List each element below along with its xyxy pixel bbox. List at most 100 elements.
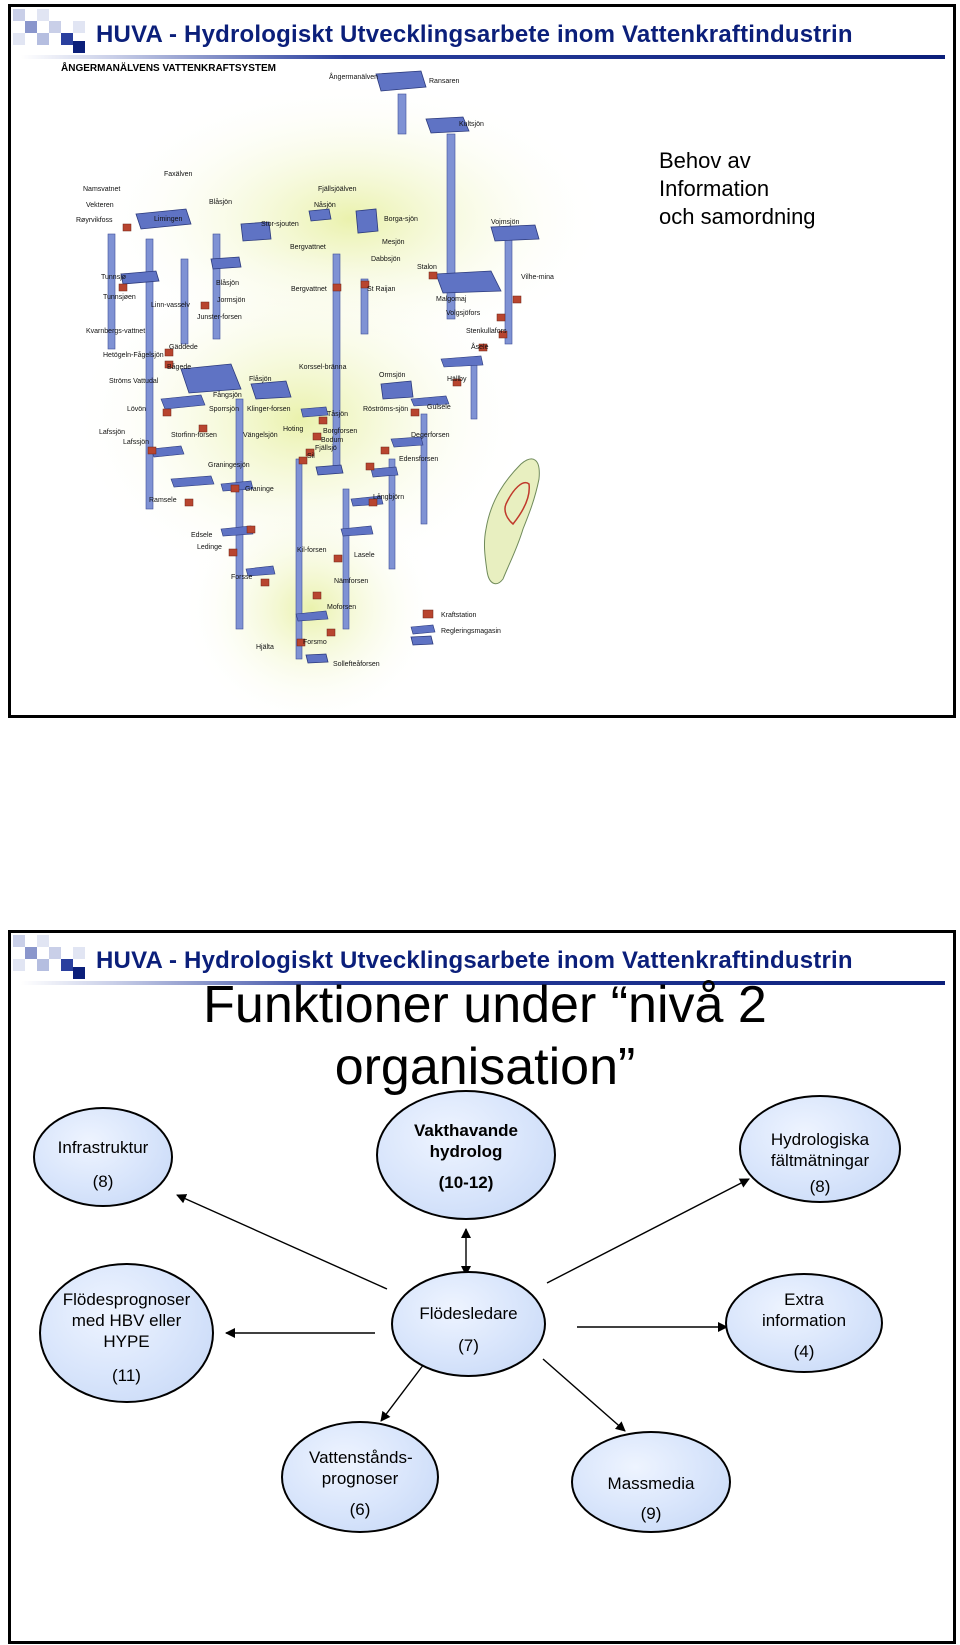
node-count: (9) xyxy=(640,1504,662,1523)
svg-text:Lafssjön: Lafssjön xyxy=(99,429,125,436)
svg-text:Graningesjön: Graningesjön xyxy=(208,462,250,469)
svg-text:Bergvattnet: Bergvattnet xyxy=(290,244,326,251)
node-flodesledare: Flödesledare (7) xyxy=(391,1271,546,1377)
node-label: Flödesprognoser med HBV eller HYPE xyxy=(62,1290,191,1351)
svg-text:Edensforsen: Edensforsen xyxy=(399,456,438,463)
svg-text:Dabbsjön: Dabbsjön xyxy=(371,256,401,263)
node-label: Vattenstånds-prognoser xyxy=(309,1448,413,1488)
note-line-3: och samordning xyxy=(659,204,816,229)
node-label: Infrastruktur xyxy=(57,1138,149,1157)
svg-text:Malgomaj: Malgomaj xyxy=(436,296,467,303)
svg-text:Kraftstation: Kraftstation xyxy=(441,612,477,619)
svg-text:Forsse: Forsse xyxy=(231,574,253,581)
node-count: (8) xyxy=(92,1172,114,1191)
svg-text:Röströms-sjön: Röströms-sjön xyxy=(363,406,408,413)
arrow-to-vattenstand xyxy=(380,1363,425,1422)
svg-text:Ormsjön: Ormsjön xyxy=(379,372,406,379)
slide-title-line-1: Funktioner under “nivå 2 xyxy=(203,976,767,1034)
svg-text:Limingen: Limingen xyxy=(154,216,183,223)
svg-text:Forsmo: Forsmo xyxy=(303,639,327,646)
svg-text:Hoting: Hoting xyxy=(283,426,303,433)
node-count: (8) xyxy=(809,1177,831,1196)
svg-text:Graninge: Graninge xyxy=(245,486,274,493)
header-rule xyxy=(21,55,945,59)
svg-text:Mesjön: Mesjön xyxy=(382,239,405,246)
svg-text:Kultsjön: Kultsjön xyxy=(459,121,484,128)
node-infrastruktur: Infrastruktur (8) xyxy=(33,1107,173,1207)
node-vakthavande-hydrolog: Vakthavande hydrolog (10-12) xyxy=(376,1090,556,1220)
svg-text:Lasele: Lasele xyxy=(354,552,375,559)
svg-text:Ransaren: Ransaren xyxy=(429,78,459,85)
svg-text:Vilhe-mina: Vilhe-mina xyxy=(521,274,554,281)
node-vattenstandsprognoser: Vattenstånds-prognoser (6) xyxy=(281,1421,439,1533)
arrow-to-infrastruktur xyxy=(176,1194,388,1290)
node-label: Flödesledare xyxy=(419,1304,518,1323)
svg-text:Kvarnbergs-vattnet: Kvarnbergs-vattnet xyxy=(86,328,145,335)
river-system-map: Ångermanälven Ransaren Kultsjön Faxälven… xyxy=(51,59,621,715)
note-line-2: Information xyxy=(659,176,770,201)
svg-text:Nämforsen: Nämforsen xyxy=(334,578,368,585)
svg-text:Storfinn-forsen: Storfinn-forsen xyxy=(171,432,217,439)
node-count: (11) xyxy=(112,1366,141,1385)
svg-text:Kil-forsen: Kil-forsen xyxy=(297,547,327,554)
svg-text:Stenkullafors: Stenkullafors xyxy=(466,328,507,335)
map-title: ÅNGERMANÄLVENS VATTENKRAFTSYSTEM xyxy=(61,63,276,74)
svg-text:Faxälven: Faxälven xyxy=(164,171,193,178)
header-title: HUVA - Hydrologiskt Utvecklingsarbete in… xyxy=(96,21,853,48)
svg-text:Sollefteåforsen: Sollefteåforsen xyxy=(333,660,380,668)
side-note: Behov av Information och samordning xyxy=(659,147,816,231)
svg-text:Vekteren: Vekteren xyxy=(86,202,114,209)
svg-text:Sporrsjön: Sporrsjön xyxy=(209,406,239,413)
svg-text:Vojmsjön: Vojmsjön xyxy=(491,219,520,226)
arrow-to-massmedia xyxy=(542,1358,626,1432)
svg-text:Nåsjön: Nåsjön xyxy=(314,201,336,209)
svg-text:Bodum: Bodum xyxy=(321,437,343,444)
svg-text:Klinger-forsen: Klinger-forsen xyxy=(247,406,291,413)
svg-text:Degerforsen: Degerforsen xyxy=(411,432,450,439)
svg-text:Regleringsmagasin: Regleringsmagasin xyxy=(441,628,501,635)
sweden-inset xyxy=(483,458,540,585)
node-label: Extra information xyxy=(761,1290,847,1330)
header-decoration xyxy=(13,935,85,979)
svg-text:Volgsjöfors: Volgsjöfors xyxy=(446,310,481,317)
svg-text:Åsele: Åsele xyxy=(471,342,489,351)
svg-text:Gäddede: Gäddede xyxy=(169,344,198,351)
node-count: (6) xyxy=(349,1500,371,1519)
svg-text:Stalon: Stalon xyxy=(417,264,437,271)
header-rule xyxy=(21,981,945,985)
svg-text:Blåsjön: Blåsjön xyxy=(216,279,239,287)
svg-text:Fångsjön: Fångsjön xyxy=(213,391,242,399)
svg-text:Moforsen: Moforsen xyxy=(327,604,356,611)
svg-text:Junster-forsen: Junster-forsen xyxy=(197,314,242,321)
svg-text:Bergvattnet: Bergvattnet xyxy=(291,286,327,293)
node-count: (7) xyxy=(458,1336,479,1355)
map-drawing: Ångermanälven Ransaren Kultsjön Faxälven… xyxy=(71,70,611,715)
svg-text:Fjällsjöälven: Fjällsjöälven xyxy=(318,186,357,193)
svg-text:Ångermanälven: Ångermanälven xyxy=(329,72,378,81)
svg-text:Blåsjön: Blåsjön xyxy=(209,198,232,206)
svg-text:Lövön: Lövön xyxy=(127,406,146,413)
svg-text:Bågede: Bågede xyxy=(167,363,191,371)
slide-2: HUVA - Hydrologiskt Utvecklingsarbete in… xyxy=(8,930,956,1644)
svg-text:Ramsele: Ramsele xyxy=(149,497,177,504)
svg-text:Lafssjön: Lafssjön xyxy=(123,439,149,446)
node-faltmatningar: Hydrologiska fältmätningar (8) xyxy=(739,1095,901,1203)
svg-text:Ledinge: Ledinge xyxy=(197,544,222,551)
header-decoration xyxy=(13,9,85,53)
svg-text:Långbjörn: Långbjörn xyxy=(373,493,404,501)
svg-text:Sil: Sil xyxy=(307,453,315,460)
node-label: Hydrologiska fältmätningar xyxy=(770,1130,870,1170)
svg-text:Borga-sjön: Borga-sjön xyxy=(384,216,418,223)
svg-text:Linn-vasselv: Linn-vasselv xyxy=(151,302,190,309)
node-count: (10-12) xyxy=(438,1173,494,1192)
svg-text:Namsvatnet: Namsvatnet xyxy=(83,186,120,193)
svg-text:Ströms Vattudal: Ströms Vattudal xyxy=(109,378,159,385)
slide-title-line-2: organisation” xyxy=(334,1038,636,1096)
svg-text:Tunnsjøen: Tunnsjøen xyxy=(103,294,136,301)
svg-text:Tåsjön: Tåsjön xyxy=(327,410,348,418)
svg-text:Røyrvikfoss: Røyrvikfoss xyxy=(76,217,113,224)
svg-text:Vängelsjön: Vängelsjön xyxy=(243,432,278,439)
svg-text:Flåsjön: Flåsjön xyxy=(249,375,272,383)
node-label: Vakthavande hydrolog xyxy=(414,1121,518,1161)
svg-text:Borgforsen: Borgforsen xyxy=(323,428,357,435)
